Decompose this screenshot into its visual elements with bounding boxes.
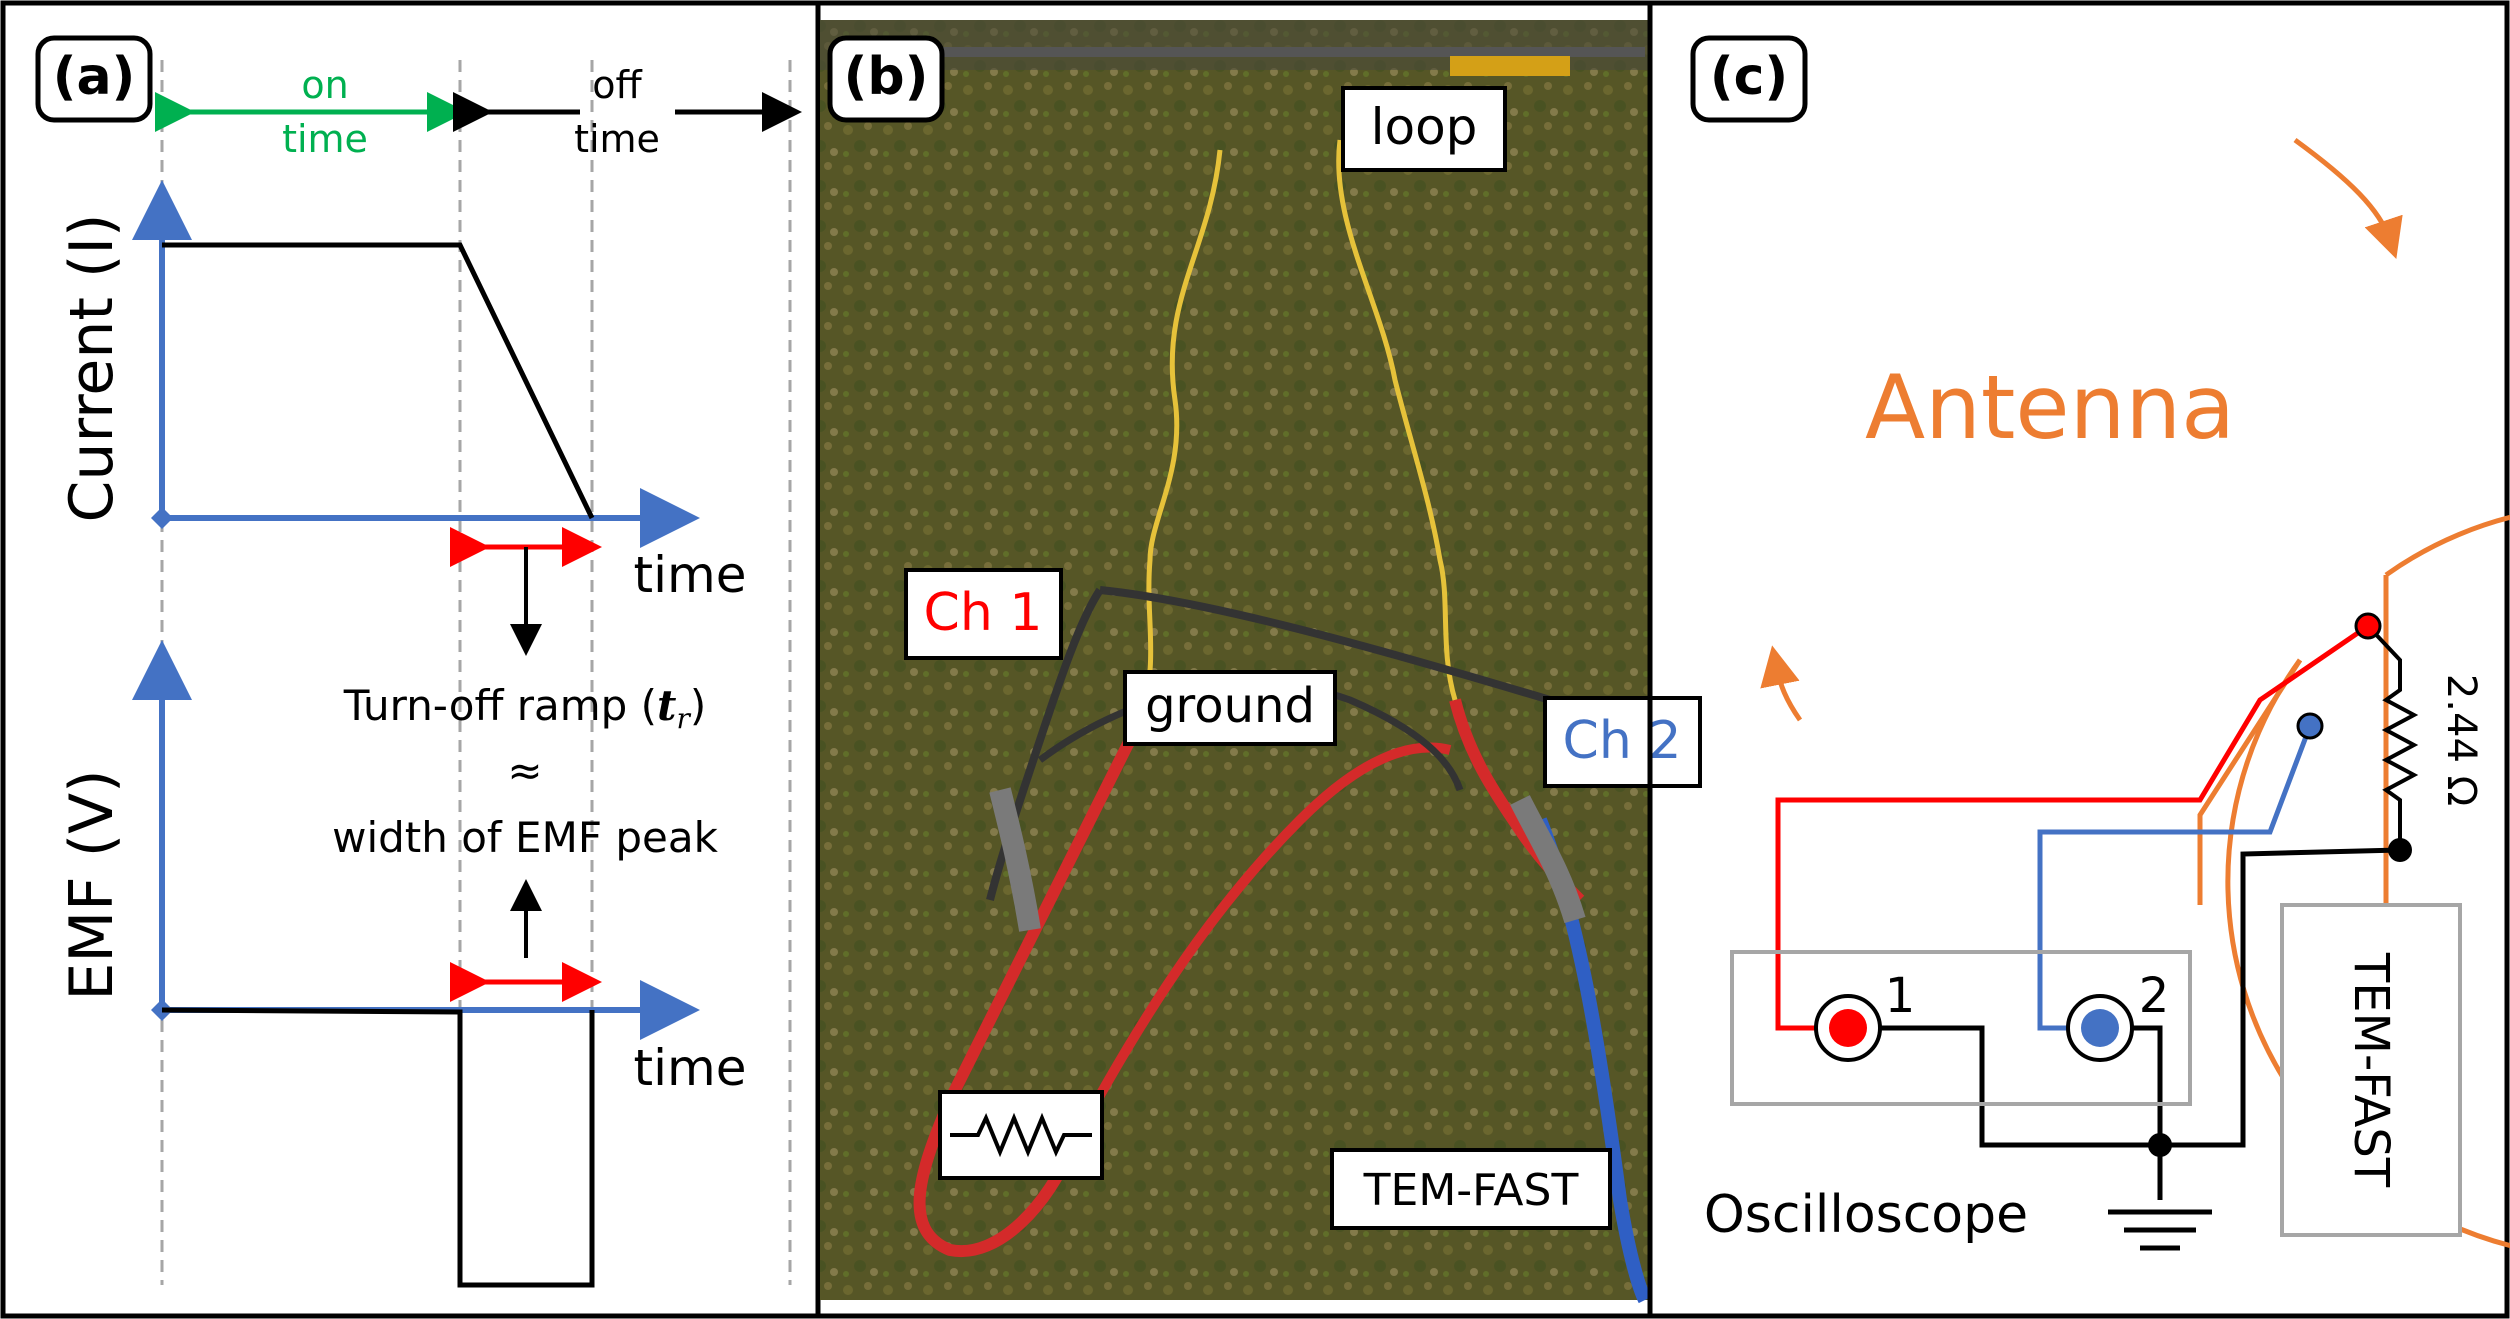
ch2-label-box: [1543, 696, 1702, 788]
time-label-top: time: [634, 546, 747, 604]
panel-c-badge: (c): [1710, 47, 1788, 107]
time-label-bottom: time: [634, 1039, 747, 1097]
panel-b: (b) loop Ch 1 ground Ch 2 TEM-FAST: [820, 20, 1702, 1304]
ch2-label: Ch 2: [1563, 711, 1682, 771]
panel-b-badge: (b): [844, 47, 929, 107]
on-time-label-1: on: [301, 63, 348, 107]
panel-b-badge-box: [827, 35, 945, 123]
emf-trace: [161, 1007, 595, 1288]
tem-fast-label-box-b: [1330, 1148, 1612, 1230]
ground-symbol-icon: [2108, 1209, 2212, 1251]
approx-symbol: ≈: [507, 746, 542, 795]
current-axis-label: Current (I): [57, 214, 127, 523]
panel-a-badge-box: [35, 35, 153, 123]
loop-label: loop: [1371, 98, 1478, 156]
peak-label: width of EMF peak: [332, 813, 718, 862]
ch1-label-box: [904, 568, 1063, 660]
ch1-wire: [1775, 623, 2370, 1031]
resistor-symbol-icon: [950, 1112, 1092, 1158]
oscilloscope-label: Oscilloscope: [1704, 1185, 2028, 1245]
off-time-label-2: time: [574, 117, 660, 161]
junction-tem: [2388, 838, 2412, 862]
resistor-label: 2.44 Ω: [2438, 674, 2484, 806]
ground-label: ground: [1145, 678, 1315, 734]
off-time-label-1: off: [592, 63, 642, 107]
ch1-number: 1: [1885, 968, 1916, 1024]
ground-label-box: [1123, 670, 1337, 746]
tem-fast-label-b: TEM-FAST: [1363, 1165, 1579, 1216]
ramp-label: Turn-off ramp (tr): [343, 681, 706, 735]
loop-label-box: [1341, 86, 1507, 172]
ch1-label: Ch 1: [924, 583, 1043, 643]
current-direction-arrow-bottom: [1760, 645, 1803, 722]
tem-fast-label-c: TEM-FAST: [2343, 952, 2399, 1188]
loop-wire-left: [1137, 149, 1223, 721]
on-time-label-2: time: [282, 117, 368, 161]
oscilloscope-box: [1730, 950, 2192, 1106]
panel-c: (c) Antenna 2.44 Ω 1 2: [1690, 35, 2510, 1251]
panel-a: (a) on time off time Current (I) time Tu…: [35, 35, 802, 1288]
panel-a-badge: (a): [53, 47, 136, 107]
panel-c-badge-box: [1690, 35, 1808, 123]
junction-ground: [2148, 1133, 2172, 1157]
loop-wire-right: [1336, 139, 1458, 701]
antenna-loop: [2225, 514, 2510, 1249]
ground-wire-ch2: [2120, 1025, 2163, 1200]
ch2-wire: [2037, 725, 2313, 1031]
ch2-number: 2: [2139, 968, 2170, 1024]
junction-ch1: [2354, 612, 2382, 640]
ground-wire-ch1: [1868, 1025, 2160, 1148]
ground-wire-tem: [2160, 847, 2401, 1148]
current-direction-arrow-top: [2293, 137, 2403, 259]
resistor-symbol: [2366, 624, 2419, 850]
antenna-lead-left: [2197, 658, 2303, 905]
probe-ch1: [989, 787, 1041, 932]
emf-axis-label: EMF (V): [57, 769, 127, 1000]
junction-ch2: [2296, 712, 2324, 740]
current-origin-marker: [151, 507, 173, 529]
antenna-label: Antenna: [1865, 356, 2235, 459]
current-trace: [162, 242, 595, 520]
probe-ch2: [1510, 795, 1586, 924]
tem-fast-box: [2280, 903, 2462, 1237]
